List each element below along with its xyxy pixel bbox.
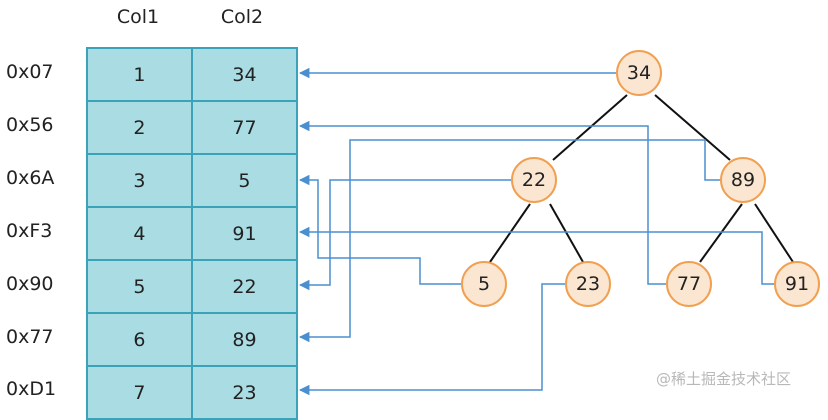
col1-cell: 2 [86, 100, 193, 155]
row-address: 0x07 [6, 61, 54, 83]
col2-cell: 5 [190, 153, 299, 208]
col2-cell: 22 [190, 259, 299, 314]
pointer-lines [298, 67, 774, 396]
tree-leaf: 77 [666, 261, 712, 307]
pointer-77 [298, 120, 666, 285]
tree-node-right: 89 [720, 157, 766, 203]
tree-edge [699, 203, 743, 263]
tree-edge [489, 203, 531, 263]
col2-header: Col2 [220, 6, 264, 28]
pointer-5 [298, 174, 461, 285]
tree-edge [549, 203, 584, 263]
col1-cell: 1 [86, 47, 193, 102]
row-address: 0x56 [6, 114, 54, 136]
col2-cell: 89 [190, 312, 299, 367]
col1-cell: 5 [86, 259, 193, 314]
tree-leaf: 91 [774, 261, 820, 307]
col1-cell: 4 [86, 206, 193, 261]
table-row: 4 91 [86, 206, 299, 261]
col2-cell: 77 [190, 100, 299, 155]
row-address: 0x6A [6, 167, 55, 189]
table-row: 3 5 [86, 153, 299, 208]
table-row: 1 34 [86, 47, 299, 102]
row-address: 0xD1 [6, 378, 57, 400]
row-address: 0x77 [6, 326, 54, 348]
row-address: 0xF3 [6, 220, 53, 242]
tree-edge [654, 94, 731, 161]
col1-header: Col1 [116, 6, 160, 28]
col2-cell: 34 [190, 47, 299, 102]
watermark: @稀土掘金技术社区 [656, 370, 792, 388]
table-row: 6 89 [86, 312, 299, 367]
col1-cell: 6 [86, 312, 193, 367]
tree-edge [754, 203, 794, 263]
tree-edges [489, 94, 794, 263]
row-address: 0x90 [6, 273, 54, 295]
tree-edge [552, 94, 628, 161]
tree-node-left: 22 [511, 157, 557, 203]
col2-cell: 91 [190, 206, 299, 261]
tree-node-root: 34 [616, 50, 662, 96]
table-row: 5 22 [86, 259, 299, 314]
data-table: 1 34 2 77 3 5 4 91 5 22 6 89 7 23 [86, 47, 299, 420]
pointer-22 [298, 179, 511, 291]
col1-cell: 3 [86, 153, 193, 208]
pointer-91 [298, 226, 774, 285]
tree-leaf: 23 [565, 261, 611, 307]
connector-lines [298, 67, 794, 396]
pointer-89 [298, 139, 720, 343]
pointer-23 [298, 283, 565, 396]
table-row: 2 77 [86, 100, 299, 155]
tree-leaf: 5 [461, 261, 507, 307]
